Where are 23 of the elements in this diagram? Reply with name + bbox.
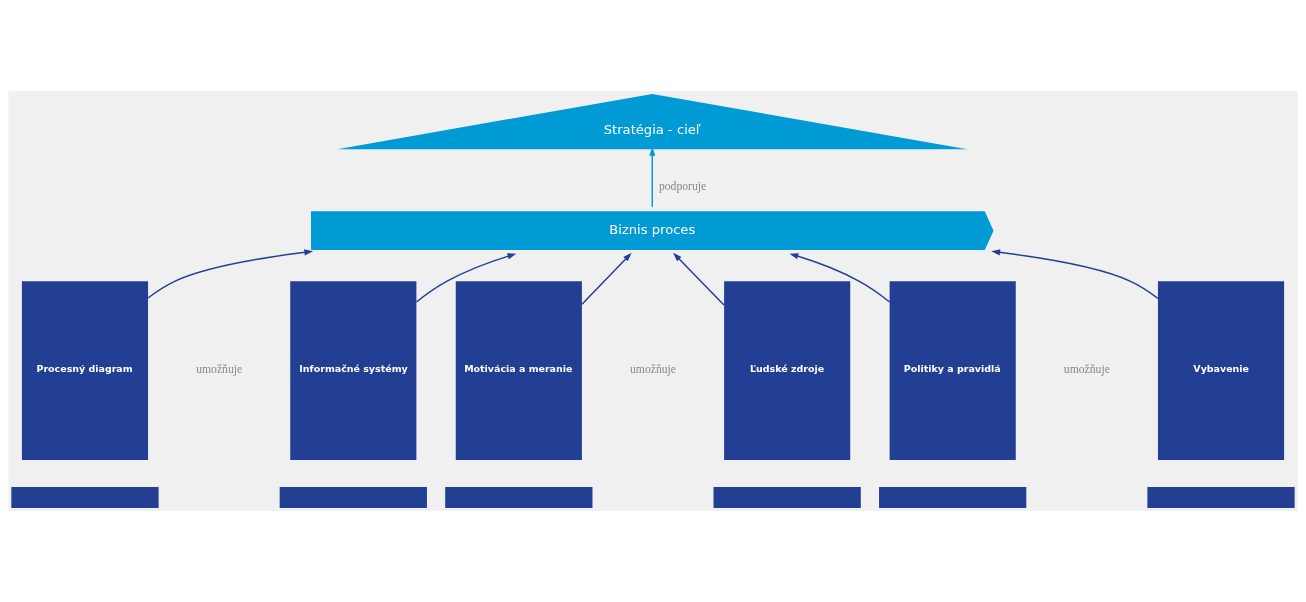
node-bar	[445, 486, 593, 509]
arrow	[415, 253, 517, 303]
node-bar	[279, 486, 427, 509]
arrow	[789, 253, 891, 303]
node-bar	[11, 486, 159, 509]
node-box: Motivácia a meranie	[455, 281, 582, 460]
label: umožňuje	[1063, 363, 1110, 377]
node-box: Informačné systémy	[290, 281, 417, 460]
edge-label: podporuje	[658, 180, 707, 194]
node-box: Vybavenie	[1157, 281, 1285, 460]
arrow	[581, 252, 632, 306]
label: umožňuje	[196, 363, 243, 377]
arrow	[991, 249, 1159, 300]
node-bar	[1147, 486, 1295, 509]
node-box: Procesný diagram	[21, 281, 149, 460]
arrow	[147, 249, 314, 299]
label: umožňuje	[630, 363, 676, 377]
node-box: Ľudské zdroje	[724, 281, 851, 460]
node-bar	[713, 486, 861, 509]
arrow	[649, 146, 656, 208]
arrow	[673, 252, 725, 306]
node-box: Politiky a pravidlá	[889, 281, 1016, 460]
node-bar	[879, 486, 1027, 509]
